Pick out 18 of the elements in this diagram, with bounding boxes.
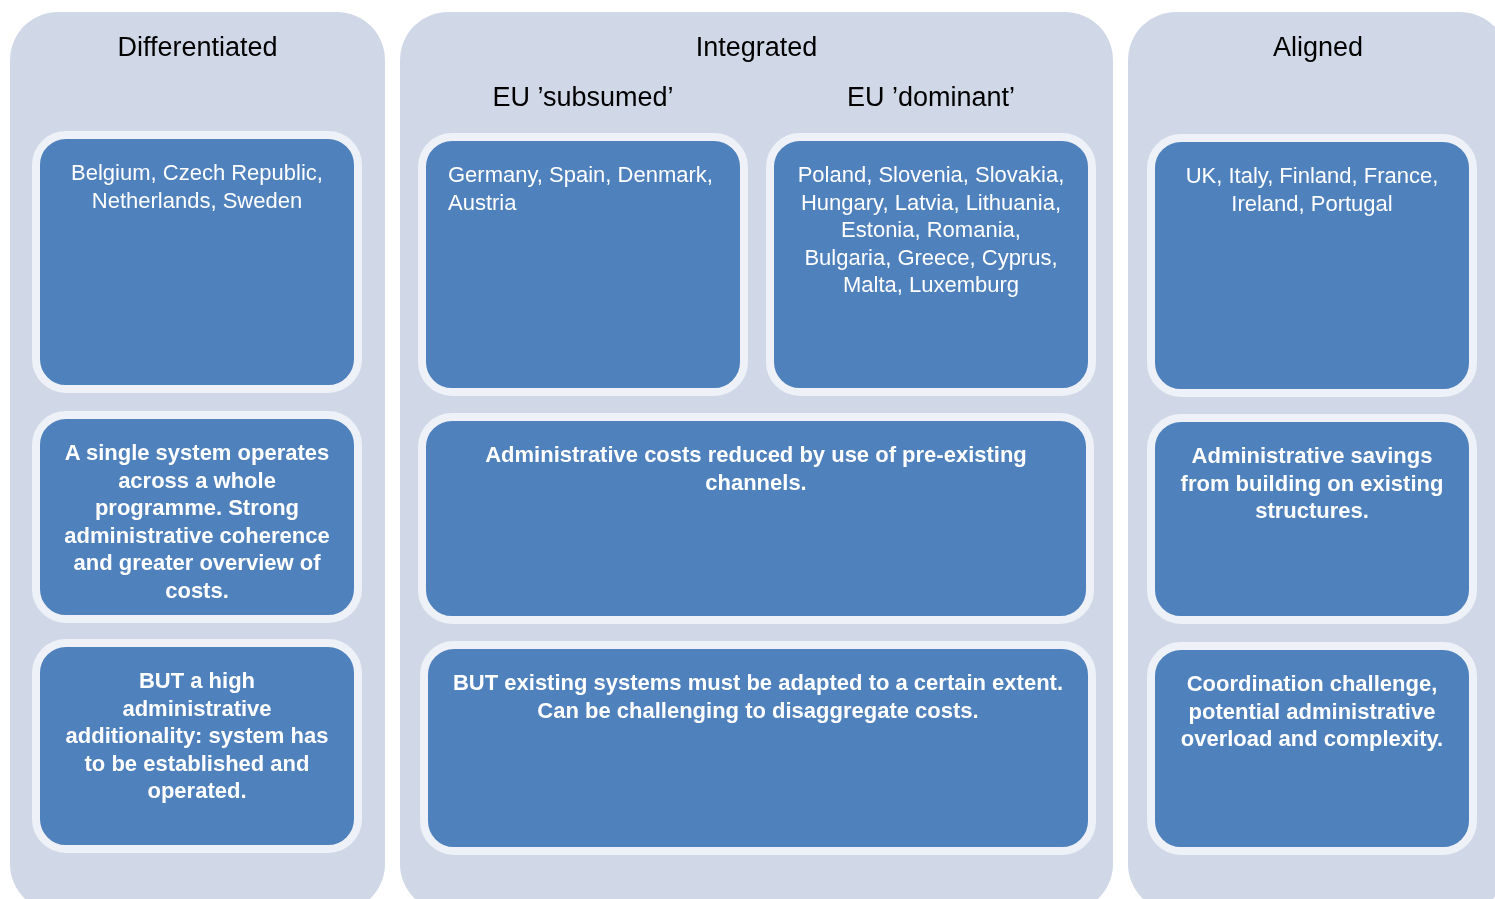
description-card: Administrative costs reduced by use of pre-existing channels. bbox=[418, 413, 1094, 624]
country-card: Germany, Spain, Denmark, Austria bbox=[418, 133, 748, 396]
column-panel bbox=[1128, 12, 1495, 899]
description-card: A single system operates across a whole programme. Strong administrative coherence and greater overview of costs. bbox=[32, 411, 362, 623]
group-heading: EU ’subsumed’ bbox=[491, 82, 675, 113]
column-heading: Differentiated bbox=[116, 32, 279, 63]
description-card: BUT a high administrative additionality: system has to be established and operated. bbox=[32, 639, 362, 853]
group-heading: EU ’dominant’ bbox=[845, 82, 1017, 113]
description-card: Coordination challenge, potential administrative overload and complexity. bbox=[1147, 642, 1477, 855]
column-heading: Integrated bbox=[694, 32, 819, 63]
column-heading: Aligned bbox=[1271, 32, 1365, 63]
column-panel bbox=[400, 12, 1113, 899]
country-card: Belgium, Czech Republic, Netherlands, Sweden bbox=[32, 131, 362, 393]
column-panel bbox=[10, 12, 385, 899]
country-card: UK, Italy, Finland, France, Ireland, Portugal bbox=[1147, 134, 1477, 397]
description-card: BUT existing systems must be adapted to a certain extent. Can be challenging to disaggregate costs. bbox=[420, 641, 1096, 855]
country-card: Poland, Slovenia, Slovakia, Hungary, Latvia, Lithuania, Estonia, Romania, Bulgaria, Greece, Cyprus, Malta, Luxemburg bbox=[766, 133, 1096, 396]
description-card: Administrative savings from building on existing structures. bbox=[1147, 414, 1477, 624]
